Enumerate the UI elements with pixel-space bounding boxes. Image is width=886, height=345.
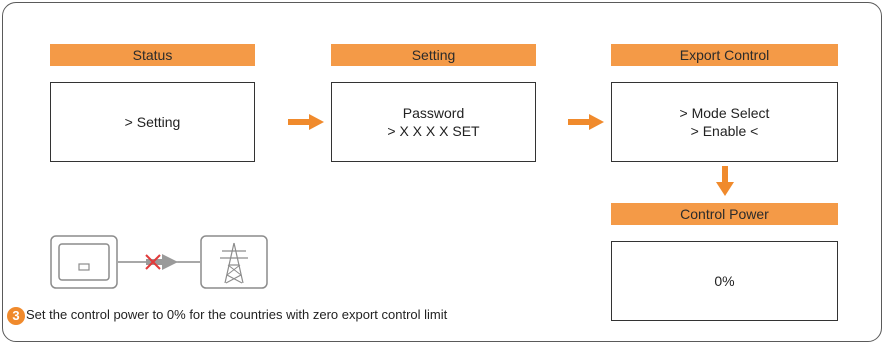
export-control-screen-line-2: > Enable < [690, 123, 759, 139]
inverter-icon [50, 235, 118, 289]
step-number-badge: 3 [7, 307, 25, 325]
status-header: Status [50, 44, 255, 66]
down-arrow-icon [716, 166, 734, 196]
setting-header: Setting [331, 44, 536, 66]
setting-screen: Password > X X X X SET [331, 82, 536, 162]
zero-export-illustration [50, 235, 268, 289]
setting-screen-line-1: Password [402, 105, 465, 121]
right-arrow-icon [288, 114, 324, 130]
control-power-header: Control Power [611, 203, 838, 225]
step-caption: Set the control power to 0% for the coun… [26, 307, 448, 322]
diagram-frame [2, 2, 882, 342]
status-screen-line: > Setting [124, 114, 181, 130]
power-grid-tower-icon [200, 235, 268, 289]
right-arrow-icon [568, 114, 604, 130]
export-control-screen-line-1: > Mode Select [679, 105, 770, 121]
export-control-header: Export Control [611, 44, 838, 66]
blocked-arrow-icon [145, 254, 178, 270]
setting-screen-line-2: > X X X X SET [387, 123, 480, 139]
control-power-screen: 0% [611, 241, 838, 321]
export-control-screen: > Mode Select > Enable < [611, 82, 838, 162]
status-screen: > Setting [50, 82, 255, 162]
control-power-screen-line: 0% [714, 273, 735, 289]
